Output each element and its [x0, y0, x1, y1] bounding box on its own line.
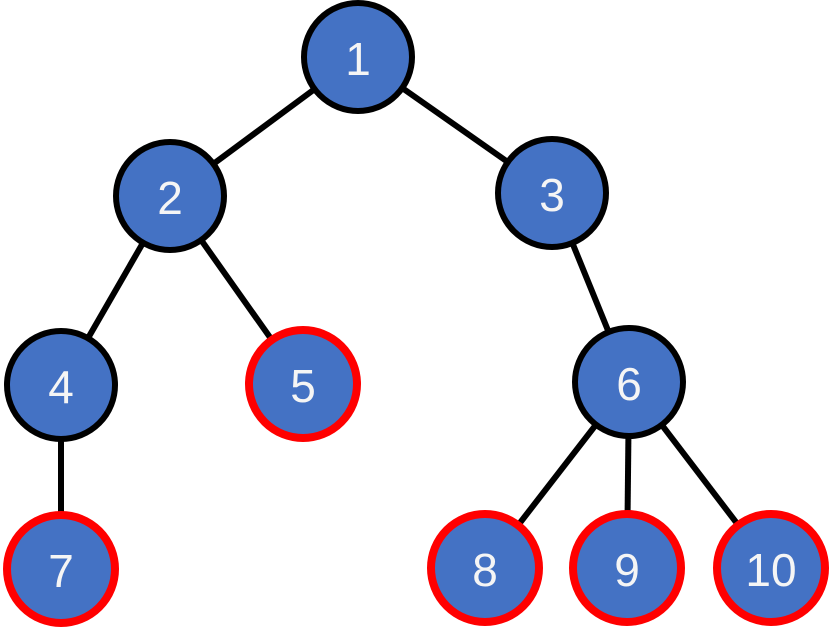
node-label-3: 3	[539, 169, 565, 221]
internal-node-circle	[301, 0, 415, 114]
tree-node-8: 8	[427, 510, 543, 626]
tree-node-4: 4	[4, 328, 118, 442]
node-label-6: 6	[616, 358, 642, 410]
node-label-4: 4	[48, 361, 74, 413]
node-label-5: 5	[290, 360, 316, 412]
tree-node-7: 7	[3, 511, 119, 627]
internal-node-circle	[495, 136, 609, 250]
node-label-2: 2	[157, 172, 183, 224]
tree-node-6: 6	[572, 325, 686, 439]
node-label-8: 8	[472, 544, 498, 596]
leaf-node-circle	[427, 510, 543, 626]
nodes-layer: 1 2 3 4 5 6 7 8 9 10	[3, 0, 829, 627]
tree-node-2: 2	[113, 139, 227, 253]
tree-node-1: 1	[301, 0, 415, 114]
node-label-1: 1	[345, 33, 371, 85]
tree-node-10: 10	[713, 510, 829, 626]
leaf-node-circle	[713, 510, 829, 626]
leaf-node-circle	[3, 511, 119, 627]
leaf-node-circle	[569, 510, 685, 626]
edges-layer	[58, 54, 774, 570]
node-label-9: 9	[614, 544, 640, 596]
internal-node-circle	[572, 325, 686, 439]
leaf-node-circle	[245, 326, 361, 442]
internal-node-circle	[4, 328, 118, 442]
internal-node-circle	[113, 139, 227, 253]
tree-node-9: 9	[569, 510, 685, 626]
node-label-7: 7	[48, 545, 74, 597]
tree-node-5: 5	[245, 326, 361, 442]
node-label-10: 10	[745, 544, 796, 596]
tree-node-3: 3	[495, 136, 609, 250]
